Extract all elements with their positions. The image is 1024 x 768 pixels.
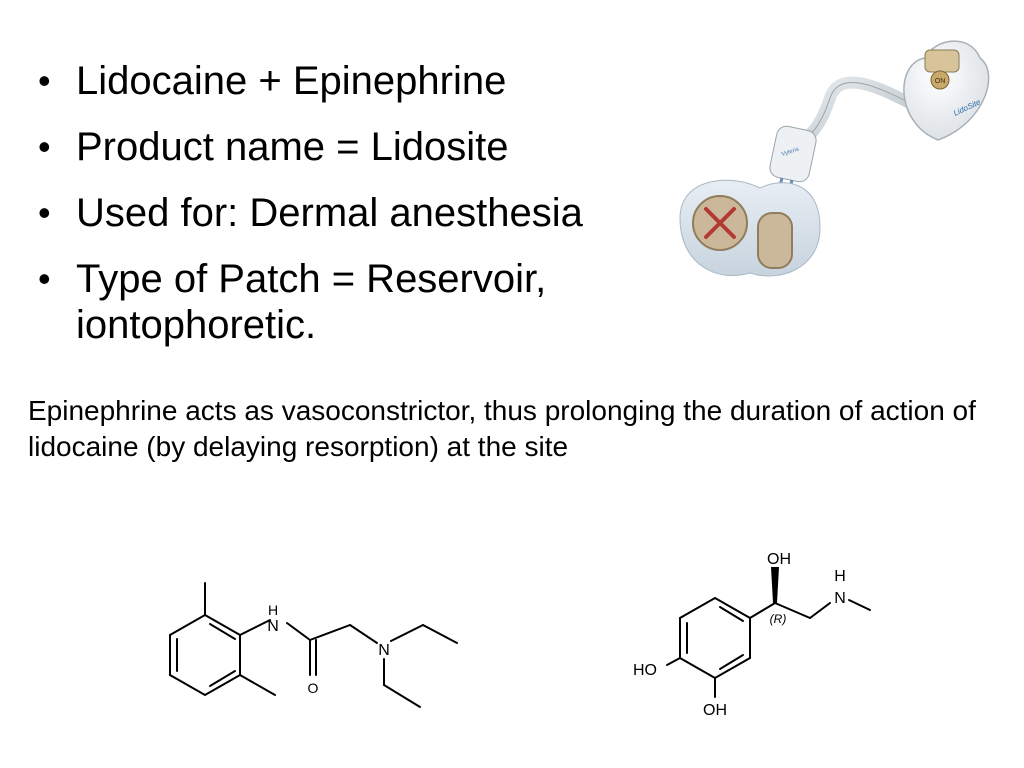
lidocaine-structure: H N O N [169,582,458,708]
bullet-symbol: • [38,258,51,299]
connector-housing: Vyteris [769,125,817,183]
oh-top-label: OH [767,551,791,568]
nh-h-label: H [268,602,278,618]
carbonyl-o-label: O [308,680,319,696]
note-text: Epinephrine acts as vasoconstrictor, thu… [28,395,976,462]
nh-n-label: N [267,618,279,635]
amine-h-label: H [834,568,846,585]
amine-n-label: N [378,642,390,659]
bullet-symbol: • [38,60,51,101]
bullet-item: • Type of Patch = Reservoir, iontophoret… [28,256,636,348]
stereo-label: (R) [770,612,787,626]
amine-n-label: N [834,590,846,607]
bullet-item: • Product name = Lidosite [28,124,668,170]
on-button-label: ON [935,78,946,85]
controller-brand-label: Vyteris [781,147,800,158]
bullet-text: Lidocaine + Epinephrine [76,59,507,103]
bullet-symbol: • [38,192,51,233]
bullet-symbol: • [38,126,51,167]
bullet-item: • Lidocaine + Epinephrine [28,58,668,104]
bullet-list: • Lidocaine + Epinephrine • Product name… [28,58,668,368]
ho-label: HO [633,662,657,679]
bullet-text: Type of Patch = Reservoir, iontophoretic… [76,257,547,347]
bullet-text: Product name = Lidosite [76,125,509,169]
bullet-item: • Used for: Dermal anesthesia [28,190,668,236]
oh-bottom-label: OH [703,702,727,719]
controller-unit: ON LidoSite [903,40,990,141]
lidosite-device-image: ON LidoSite Vyteris [679,40,990,277]
epinephrine-structure: OH (R) H N HO OH [633,551,871,719]
patch-image [679,179,821,277]
bullet-text: Used for: Dermal anesthesia [76,191,583,235]
